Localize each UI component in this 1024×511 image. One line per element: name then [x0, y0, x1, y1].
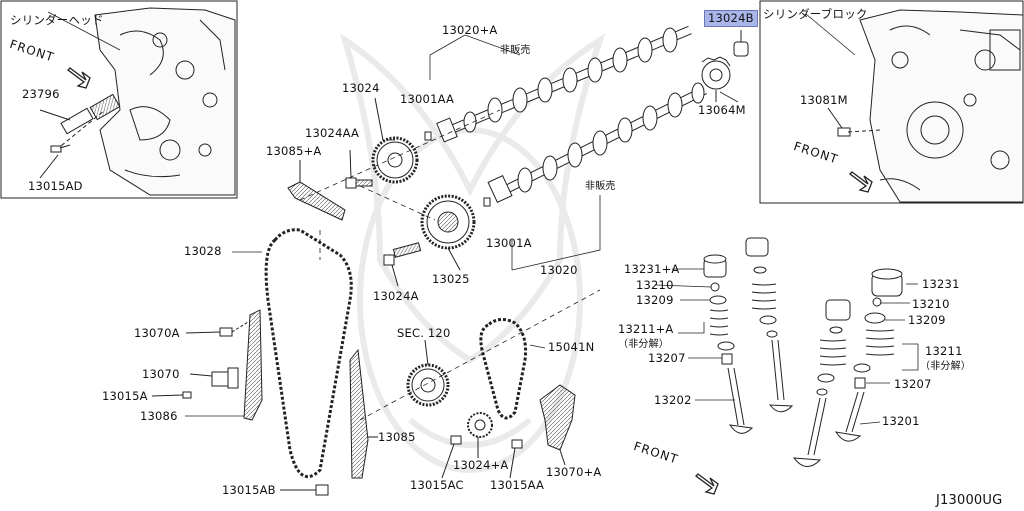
bolt-13015AA	[509, 439, 523, 479]
tensioner-13070plusA	[539, 384, 576, 466]
label-part-13001AA[interactable]: 13001AA	[400, 92, 455, 106]
label-part-13015AD[interactable]: 13015AD	[28, 179, 83, 193]
label-part-13231[interactable]: 13231	[922, 277, 960, 291]
label-part-13024[interactable]: 13024	[342, 81, 380, 95]
cylinder-head-casting	[94, 7, 236, 196]
label-part-13070A[interactable]: 13070A	[134, 326, 180, 340]
label-part-13201[interactable]: 13201	[882, 414, 920, 428]
label-not-sold-2: 非販売	[585, 181, 616, 192]
vtc-sprocket-13025	[420, 194, 476, 271]
label-part-13211A[interactable]: 13211+A	[618, 322, 674, 336]
signal-plate-13064M	[701, 56, 731, 102]
label-part-13024plusA[interactable]: 13024+A	[453, 458, 509, 472]
bolt-13015AB	[280, 484, 329, 496]
valve-train-left	[703, 237, 794, 434]
label-part-13070plusA[interactable]: 13070+A	[546, 465, 602, 479]
label-part-13024A[interactable]: 13024A	[373, 289, 419, 303]
leader-cyl-block	[805, 13, 856, 56]
label-part-13086[interactable]: 13086	[140, 409, 178, 423]
diagram-code: J13000UG	[936, 493, 1003, 508]
label-part-13207-left[interactable]: 13207	[648, 351, 686, 365]
bolt-13024A	[383, 242, 422, 287]
label-part-13231A[interactable]: 13231+A	[624, 262, 680, 276]
front-arrow-main	[695, 473, 719, 495]
label-part-13085A[interactable]: 13085+A	[266, 144, 322, 158]
part-leaders	[185, 91, 739, 417]
label-not-sold-1: 非販売	[500, 45, 531, 56]
label-part-15041N[interactable]: 15041N	[548, 340, 595, 354]
valve-train-right	[792, 268, 903, 467]
exhaust-camshaft	[424, 25, 692, 143]
label-part-13081M[interactable]: 13081M	[800, 93, 848, 107]
timing-chain-15041N	[479, 318, 527, 420]
label-part-13211[interactable]: 13211	[925, 344, 963, 358]
label-not-disassembled-left: （非分解）	[618, 339, 669, 350]
label-part-13020A[interactable]: 13020+A	[442, 23, 498, 37]
label-cylinder-block: シリンダーブロック	[763, 7, 868, 21]
timing-chain-13028	[264, 228, 353, 479]
label-part-13210-left[interactable]: 13210	[636, 278, 674, 292]
tensioner-13070	[189, 367, 239, 389]
assembly-dash-lines	[299, 109, 601, 421]
label-part-13070[interactable]: 13070	[142, 367, 180, 381]
leader-cyl-head	[47, 11, 121, 51]
label-part-13024AA[interactable]: 13024AA	[305, 126, 360, 140]
bolt-13024AA	[345, 149, 373, 189]
front-arrow-left-inset	[67, 67, 91, 89]
label-part-13085[interactable]: 13085	[378, 430, 416, 444]
label-part-13207-right[interactable]: 13207	[894, 377, 932, 391]
label-part-13209-left[interactable]: 13209	[636, 293, 674, 307]
chain-guide-13085	[349, 348, 378, 479]
label-part-13024B[interactable]: 13024B	[704, 10, 758, 27]
front-arrow-right-inset	[849, 171, 873, 193]
cylinder-block-casting	[859, 9, 1024, 203]
bolt-13015A	[151, 391, 192, 399]
chain-guide-13085A	[287, 160, 346, 221]
label-part-13064M[interactable]: 13064M	[698, 103, 746, 117]
label-part-23796[interactable]: 23796	[22, 87, 60, 101]
sprocket-13024plusA	[467, 412, 493, 458]
bolt-13015AC	[441, 435, 462, 479]
label-part-13025[interactable]: 13025	[432, 272, 470, 286]
label-part-13015A[interactable]: 13015A	[102, 389, 148, 403]
label-part-13028[interactable]: 13028	[184, 244, 222, 258]
label-not-disassembled-right: （非分解）	[920, 361, 971, 372]
label-cylinder-head: シリンダーヘッド	[10, 13, 104, 27]
bolt-13015AD	[39, 144, 71, 179]
crank-sprocket	[406, 339, 450, 407]
valve-leaders	[655, 268, 919, 425]
solenoid-valve-23796	[39, 93, 121, 151]
label-part-13015AC[interactable]: 13015AC	[410, 478, 464, 492]
camshaft-bracket-lines	[429, 34, 601, 271]
label-part-13015AB[interactable]: 13015AB	[222, 483, 276, 497]
sprocket-13024	[371, 97, 419, 184]
dowel-13081M	[827, 107, 881, 137]
label-part-13210-right[interactable]: 13210	[912, 297, 950, 311]
tensioner-guide-13086	[243, 309, 263, 421]
label-part-13020[interactable]: 13020	[540, 263, 578, 277]
plug-13024B	[733, 30, 749, 57]
label-part-13015AA[interactable]: 13015AA	[490, 478, 545, 492]
label-sec-120[interactable]: SEC. 120	[397, 326, 451, 340]
label-part-13001A[interactable]: 13001A	[486, 236, 532, 250]
label-part-13202[interactable]: 13202	[654, 393, 692, 407]
bolt-13070A	[185, 321, 249, 337]
left-inset-frame	[0, 0, 238, 199]
intake-camshaft	[483, 82, 708, 207]
label-part-13209-right[interactable]: 13209	[908, 313, 946, 327]
